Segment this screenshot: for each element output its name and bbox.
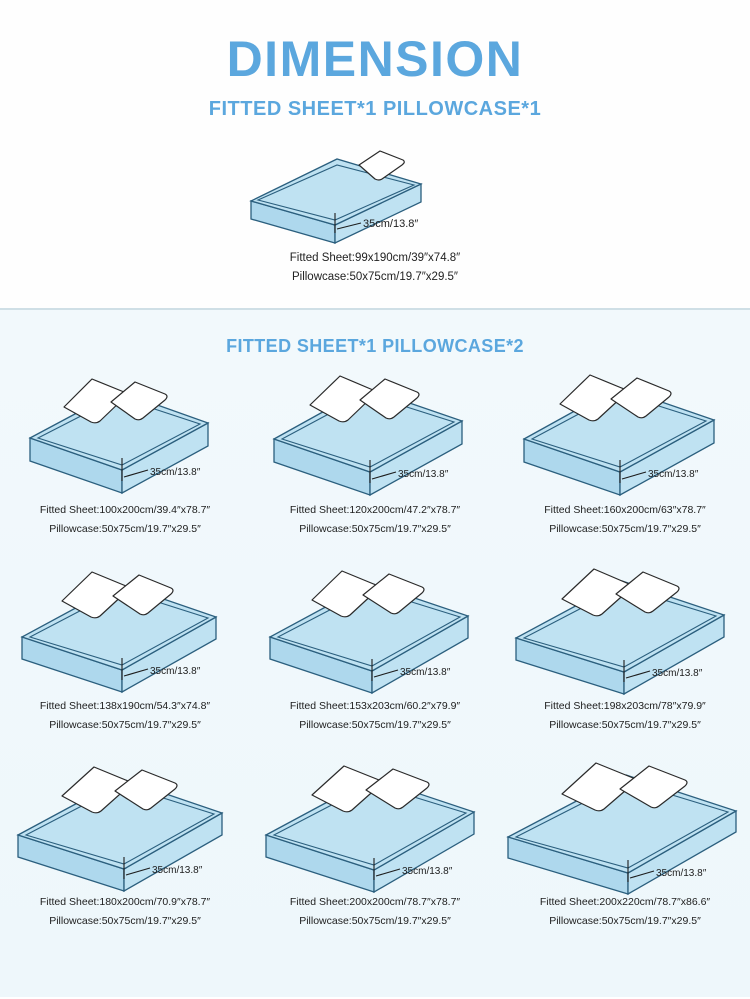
bed-size-cell: 35cm/13.8″ Fitted Sheet:153x203cm/60.2″x… bbox=[250, 559, 500, 755]
double-bed-illustration: 35cm/13.8″ bbox=[0, 363, 250, 503]
hero-fitted-sheet-label: Fitted Sheet:99x190cm/39″x74.8″ bbox=[289, 252, 461, 264]
double-bed-illustration: 35cm/13.8″ bbox=[0, 755, 250, 895]
bed-size-caption: Fitted Sheet:138x190cm/54.3″x74.8″ Pillo… bbox=[0, 697, 250, 735]
bed-size-cell: 35cm/13.8″ Fitted Sheet:160x200cm/63″x78… bbox=[500, 363, 750, 559]
hero-pillowcase-label: Pillowcase:50x75cm/19.7″x29.5″ bbox=[291, 271, 459, 283]
double-bed-svg: 35cm/13.8″ bbox=[20, 571, 218, 694]
bed-size-caption: Fitted Sheet:153x203cm/60.2″x79.9″ Pillo… bbox=[250, 697, 500, 735]
bed-size-caption: Fitted Sheet:120x200cm/47.2″x78.7″ Pillo… bbox=[250, 501, 500, 539]
pillow-icon bbox=[358, 150, 405, 181]
single-bed-illustration: 35cm/13.8″ bbox=[225, 129, 525, 247]
bed-size-caption: Fitted Sheet:180x200cm/70.9″x78.7″ Pillo… bbox=[0, 893, 250, 931]
depth-leader bbox=[625, 670, 651, 679]
depth-leader bbox=[123, 469, 149, 478]
double-bed-svg: 35cm/13.8″ bbox=[264, 765, 476, 894]
depth-label: 35cm/13.8″ bbox=[400, 667, 451, 678]
double-bed-svg: 35cm/13.8″ bbox=[268, 570, 470, 695]
double-bed-svg: 35cm/13.8″ bbox=[506, 762, 738, 896]
mattress-seam bbox=[256, 164, 416, 221]
fitted-sheet-label: Fitted Sheet:160x200cm/63″x78.7″ bbox=[544, 504, 706, 516]
fitted-sheet-label: Fitted Sheet:153x203cm/60.2″x79.9″ bbox=[289, 700, 461, 712]
double-bed-svg: 35cm/13.8″ bbox=[272, 375, 464, 497]
depth-label: 35cm/13.8″ bbox=[402, 866, 453, 877]
depth-leader bbox=[371, 471, 397, 480]
bed-size-cell: 35cm/13.8″ Fitted Sheet:200x200cm/78.7″x… bbox=[250, 755, 500, 951]
depth-leader bbox=[375, 868, 401, 877]
depth-leader bbox=[336, 222, 362, 230]
bed-size-caption: Fitted Sheet:100x200cm/39.4″x78.7″ Pillo… bbox=[0, 501, 250, 539]
depth-label: 35cm/13.8″ bbox=[150, 666, 201, 677]
depth-label: 35cm/13.8″ bbox=[656, 868, 707, 879]
bed-size-cell: 35cm/13.8″ Fitted Sheet:120x200cm/47.2″x… bbox=[250, 363, 500, 559]
pillowcase-label: Pillowcase:50x75cm/19.7″x29.5″ bbox=[49, 523, 201, 535]
page-title: DIMENSION bbox=[226, 31, 524, 87]
bed-size-cell: 35cm/13.8″ Fitted Sheet:138x190cm/54.3″x… bbox=[0, 559, 250, 755]
pillow-icon bbox=[112, 574, 174, 616]
fitted-sheet-label: Fitted Sheet:200x220cm/78.7″x86.6″ bbox=[539, 896, 711, 908]
fitted-sheet-label: Fitted Sheet:120x200cm/47.2″x78.7″ bbox=[289, 504, 461, 516]
fitted-sheet-label: Fitted Sheet:200x200cm/78.7″x78.7″ bbox=[289, 896, 461, 908]
bed-size-cell: 35cm/13.8″ Fitted Sheet:180x200cm/70.9″x… bbox=[0, 755, 250, 951]
pillow-icon bbox=[110, 381, 168, 421]
double-bed-illustration: 35cm/13.8″ bbox=[500, 363, 750, 503]
bed-size-caption: Fitted Sheet:200x220cm/78.7″x86.6″ Pillo… bbox=[500, 893, 750, 931]
fitted-sheet-label: Fitted Sheet:198x203cm/78″x79.9″ bbox=[544, 700, 706, 712]
bed-size-caption: Fitted Sheet:198x203cm/78″x79.9″ Pillowc… bbox=[500, 697, 750, 735]
pillow-icon bbox=[615, 571, 680, 614]
pillow-icon bbox=[619, 765, 688, 809]
depth-label: 35cm/13.8″ bbox=[363, 218, 418, 230]
depth-leader bbox=[125, 867, 151, 876]
depth-label: 35cm/13.8″ bbox=[398, 469, 449, 480]
depth-leader bbox=[629, 870, 655, 879]
pillowcase-label: Pillowcase:50x75cm/19.7″x29.5″ bbox=[49, 719, 201, 731]
pillowcase-label: Pillowcase:50x75cm/19.7″x29.5″ bbox=[49, 915, 201, 927]
pillowcase-label: Pillowcase:50x75cm/19.7″x29.5″ bbox=[299, 719, 451, 731]
bed-size-cell: 35cm/13.8″ Fitted Sheet:198x203cm/78″x79… bbox=[500, 559, 750, 755]
pillowcase-label: Pillowcase:50x75cm/19.7″x29.5″ bbox=[299, 523, 451, 535]
pillow-icon bbox=[365, 768, 430, 810]
double-bed-svg: 35cm/13.8″ bbox=[514, 568, 726, 696]
pillowcase-label: Pillowcase:50x75cm/19.7″x29.5″ bbox=[549, 523, 701, 535]
bed-size-cell: 35cm/13.8″ Fitted Sheet:100x200cm/39.4″x… bbox=[0, 363, 250, 559]
double-bed-svg: 35cm/13.8″ bbox=[28, 378, 210, 495]
double-bed-illustration: 35cm/13.8″ bbox=[500, 559, 750, 699]
pillowcase-label: Pillowcase:50x75cm/19.7″x29.5″ bbox=[549, 719, 701, 731]
bed-size-caption: Fitted Sheet:160x200cm/63″x78.7″ Pillowc… bbox=[500, 501, 750, 539]
double-bed-svg: 35cm/13.8″ bbox=[522, 374, 716, 497]
pillow-icon bbox=[359, 378, 420, 420]
fitted-sheet-label: Fitted Sheet:180x200cm/70.9″x78.7″ bbox=[39, 896, 211, 908]
double-bed-illustration: 35cm/13.8″ bbox=[500, 755, 750, 896]
depth-label: 35cm/13.8″ bbox=[150, 467, 201, 478]
depth-leader bbox=[621, 471, 647, 480]
depth-label: 35cm/13.8″ bbox=[652, 668, 703, 679]
depth-label: 35cm/13.8″ bbox=[152, 865, 203, 876]
grid-section: FITTED SHEET*1 PILLOWCASE*2 35cm/13.8″ bbox=[0, 310, 750, 997]
pillowcase-label: Pillowcase:50x75cm/19.7″x29.5″ bbox=[299, 915, 451, 927]
pillowcase-label: Pillowcase:50x75cm/19.7″x29.5″ bbox=[549, 915, 701, 927]
double-bed-illustration: 35cm/13.8″ bbox=[250, 755, 500, 895]
hero-caption: Fitted Sheet:99x190cm/39″x74.8″ Pillowca… bbox=[0, 249, 750, 287]
double-bed-illustration: 35cm/13.8″ bbox=[250, 559, 500, 699]
double-bed-illustration: 35cm/13.8″ bbox=[250, 363, 500, 503]
pillow-icon bbox=[362, 573, 425, 615]
single-bed-svg: 35cm/13.8″ bbox=[249, 150, 423, 245]
hero-subtitle: FITTED SHEET*1 PILLOWCASE*1 bbox=[208, 98, 542, 120]
hero-section: DIMENSION FITTED SHEET*1 PILLOWCASE*1 35… bbox=[0, 0, 750, 310]
pillow-icon bbox=[610, 377, 672, 419]
fitted-sheet-label: Fitted Sheet:138x190cm/54.3″x74.8″ bbox=[39, 700, 211, 712]
double-bed-svg: 35cm/13.8″ bbox=[16, 766, 224, 893]
bed-size-grid: 35cm/13.8″ Fitted Sheet:100x200cm/39.4″x… bbox=[0, 363, 750, 951]
fitted-sheet-label: Fitted Sheet:100x200cm/39.4″x78.7″ bbox=[39, 504, 211, 516]
double-bed-illustration: 35cm/13.8″ bbox=[0, 559, 250, 699]
bed-size-caption: Fitted Sheet:200x200cm/78.7″x78.7″ Pillo… bbox=[250, 893, 500, 931]
grid-section-title: FITTED SHEET*1 PILLOWCASE*2 bbox=[226, 336, 524, 356]
depth-label: 35cm/13.8″ bbox=[648, 469, 699, 480]
bed-size-cell: 35cm/13.8″ Fitted Sheet:200x220cm/78.7″x… bbox=[500, 755, 750, 951]
depth-leader bbox=[123, 668, 149, 677]
pillow-icon bbox=[114, 769, 178, 811]
depth-leader bbox=[373, 669, 399, 678]
